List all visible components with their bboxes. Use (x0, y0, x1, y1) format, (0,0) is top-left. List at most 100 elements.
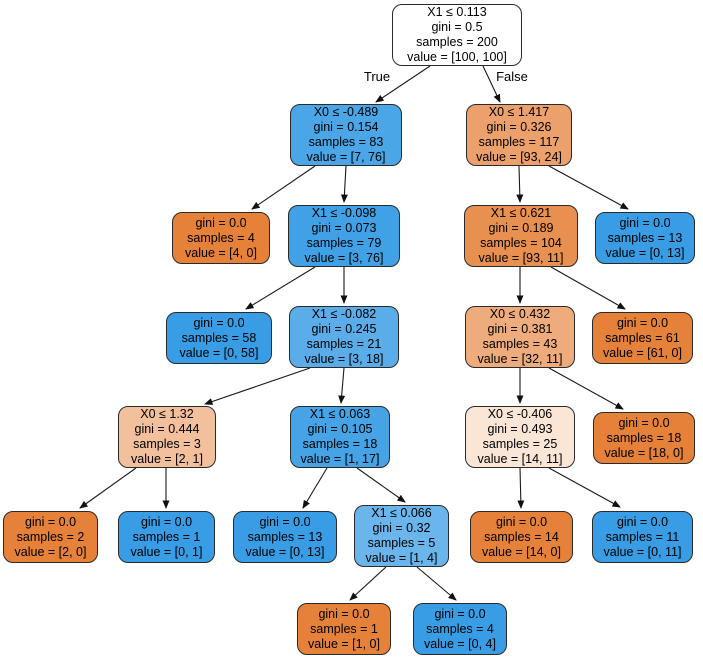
node-value: value = [1, 17] (300, 452, 380, 466)
node-samples: samples = 5 (367, 536, 436, 550)
node-value: value = [1, 0] (308, 636, 380, 651)
node-gini: gini = 0.189 (488, 221, 554, 235)
node-value: value = [61, 0] (603, 345, 682, 360)
node-samples: samples = 200 (416, 35, 498, 49)
node-gini: gini = 0.0 (24, 514, 77, 529)
tree-leaf-0-13-upper: gini = 0.0 samples = 13 value = [0, 13] (595, 212, 695, 264)
node-value: value = [0, 13] (245, 544, 325, 559)
node-gini: gini = 0.0 (140, 514, 193, 529)
node-samples: samples = 1 (132, 529, 201, 544)
node-gini: gini = 0.0 (616, 315, 669, 330)
node-gini: gini = 0.381 (487, 322, 553, 336)
tree-edge (340, 165, 348, 203)
node-gini: gini = 0.0 (495, 514, 548, 529)
tree-node-l3-split-a: X1 ≤ -0.098 gini = 0.073 samples = 79 va… (288, 205, 400, 267)
tree-node-l4-split-b: X0 ≤ 0.432 gini = 0.381 samples = 43 val… (465, 306, 575, 368)
node-gini: gini = 0.0 (259, 514, 311, 529)
node-value: value = [1, 4] (365, 551, 438, 565)
node-samples: samples = 117 (478, 135, 560, 149)
tree-leaf-0-4: gini = 0.0 samples = 4 value = [0, 4] (413, 603, 507, 655)
node-value: value = [32, 11] (477, 352, 563, 366)
tree-leaf-0-58: gini = 0.0 samples = 58 value = [0, 58] (166, 312, 272, 364)
tree-edge (482, 65, 501, 103)
node-samples: samples = 13 (247, 529, 323, 544)
node-gini: gini = 0.444 (134, 422, 200, 436)
tree-node-l5-split-b: X1 ≤ 0.063 gini = 0.105 samples = 18 val… (290, 406, 390, 468)
node-gini: gini = 0.0 (318, 606, 370, 621)
tree-node-l4-split-a: X1 ≤ -0.082 gini = 0.245 samples = 21 va… (289, 306, 399, 368)
node-condition: X1 ≤ 0.113 (427, 5, 487, 19)
tree-edge (548, 467, 621, 508)
node-value: value = [7, 76] (306, 150, 386, 164)
node-value: value = [100, 100] (407, 50, 507, 64)
node-condition: X0 ≤ 1.32 (140, 407, 194, 421)
node-gini: gini = 0.154 (313, 120, 379, 134)
tree-edge (548, 165, 629, 210)
tree-leaf-61-0: gini = 0.0 samples = 61 value = [61, 0] (592, 312, 693, 364)
node-gini: gini = 0.0 (193, 315, 245, 330)
tree-node-l5-split-c: X0 ≤ -0.406 gini = 0.493 samples = 25 va… (465, 406, 575, 468)
node-condition: X1 ≤ -0.098 (311, 206, 377, 220)
node-gini: gini = 0.493 (487, 422, 553, 436)
node-samples: samples = 2 (16, 529, 85, 544)
node-condition: X0 ≤ 1.417 (488, 105, 550, 119)
tree-leaf-18-0: gini = 0.0 samples = 18 value = [18, 0] (593, 412, 695, 464)
tree-node-l5-split-a: X0 ≤ 1.32 gini = 0.444 samples = 3 value… (118, 406, 216, 468)
node-condition: X0 ≤ -0.489 (313, 105, 379, 119)
tree-edge (245, 266, 316, 310)
node-gini: gini = 0.0 (434, 606, 486, 621)
node-value: value = [93, 24] (476, 150, 562, 164)
node-gini: gini = 0.0 (619, 215, 671, 230)
edge-label-true: True (363, 69, 391, 84)
node-value: value = [93, 11] (478, 251, 564, 265)
node-samples: samples = 104 (480, 236, 562, 250)
tree-leaf-0-1: gini = 0.0 samples = 1 value = [0, 1] (118, 511, 215, 563)
node-samples: samples = 18 (302, 437, 378, 451)
node-condition: X0 ≤ 0.432 (489, 307, 551, 321)
node-samples: samples = 14 (484, 529, 559, 544)
node-condition: X1 ≤ 0.621 (490, 206, 552, 220)
node-gini: gini = 0.32 (372, 521, 431, 535)
tree-leaf-1-0: gini = 0.0 samples = 1 value = [1, 0] (297, 603, 391, 655)
node-gini: gini = 0.0 (195, 215, 247, 230)
tree-edge (516, 165, 524, 203)
node-samples: samples = 11 (605, 529, 680, 544)
node-samples: samples = 4 (187, 230, 255, 245)
tree-edge (517, 467, 525, 509)
node-value: value = [0, 4] (424, 636, 496, 651)
tree-node-l2-left: X0 ≤ -0.489 gini = 0.154 samples = 83 va… (290, 104, 402, 166)
tree-edge (416, 566, 457, 601)
tree-node-root: X1 ≤ 0.113 gini = 0.5 samples = 200 valu… (392, 4, 522, 66)
node-samples: samples = 1 (310, 621, 378, 636)
edge-label-false: False (496, 69, 528, 84)
tree-edge (204, 367, 311, 405)
tree-edge (79, 467, 137, 509)
node-value: value = [2, 1] (131, 452, 203, 466)
node-value: value = [14, 11] (477, 452, 563, 466)
tree-leaf-0-11: gini = 0.0 samples = 11 value = [0, 11] (592, 511, 693, 563)
node-value: value = [0, 1] (130, 544, 203, 559)
tree-node-l6-split-a: X1 ≤ 0.066 gini = 0.32 samples = 5 value… (354, 505, 449, 567)
tree-node-l3-split-b: X1 ≤ 0.621 gini = 0.189 samples = 104 va… (464, 205, 578, 267)
node-gini: gini = 0.0 (618, 415, 670, 430)
node-gini: gini = 0.326 (486, 120, 552, 134)
node-samples: samples = 13 (607, 230, 683, 245)
tree-leaf-2-0: gini = 0.0 samples = 2 value = [2, 0] (3, 511, 98, 563)
node-value: value = [0, 58] (179, 345, 259, 360)
tree-leaf-4-0: gini = 0.0 samples = 4 value = [4, 0] (172, 212, 270, 264)
node-samples: samples = 18 (606, 430, 682, 445)
tree-edge (349, 566, 387, 601)
node-gini: gini = 0.073 (311, 221, 377, 235)
tree-edge (550, 266, 626, 310)
tree-edge (251, 165, 316, 210)
node-samples: samples = 58 (181, 330, 257, 345)
node-gini: gini = 0.245 (311, 322, 377, 336)
node-value: value = [0, 11] (603, 544, 682, 559)
node-value: value = [18, 0] (604, 445, 684, 460)
tree-leaf-0-13-lower: gini = 0.0 samples = 13 value = [0, 13] (233, 511, 337, 563)
node-samples: samples = 79 (306, 236, 382, 250)
tree-edge (375, 65, 431, 103)
tree-edge (338, 367, 346, 404)
